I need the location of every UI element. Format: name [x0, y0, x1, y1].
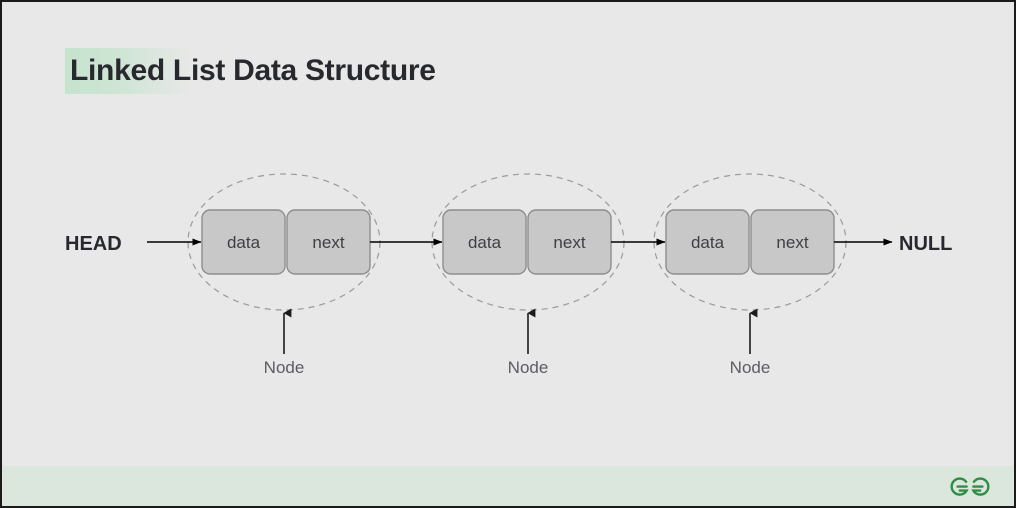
node-2: data next	[431, 173, 625, 311]
null-label: NULL	[899, 233, 952, 255]
title-highlight-bar	[65, 48, 193, 94]
footer-band	[2, 466, 1014, 506]
node-3: data next	[653, 173, 847, 311]
node-3-data-label: data	[691, 233, 725, 252]
node-1-caption: Node	[264, 358, 305, 377]
node-2-caption: Node	[508, 358, 549, 377]
node-3-caption: Node	[730, 358, 771, 377]
node-1-next-label: next	[312, 233, 344, 252]
node-1-data-box	[201, 209, 286, 275]
head-label: HEAD	[65, 233, 122, 255]
node-2-next-label: next	[553, 233, 585, 252]
node-3-data-box	[665, 209, 750, 275]
page-title: Linked List Data Structure	[70, 54, 436, 87]
node-2-data-label: data	[468, 233, 502, 252]
node-2-data-box	[442, 209, 527, 275]
title-block: Linked List Data Structure	[65, 48, 465, 94]
node-3-next-label: next	[776, 233, 808, 252]
geeksforgeeks-logo	[950, 477, 990, 496]
node-1: data next	[187, 173, 381, 311]
node-1-data-label: data	[227, 233, 261, 252]
